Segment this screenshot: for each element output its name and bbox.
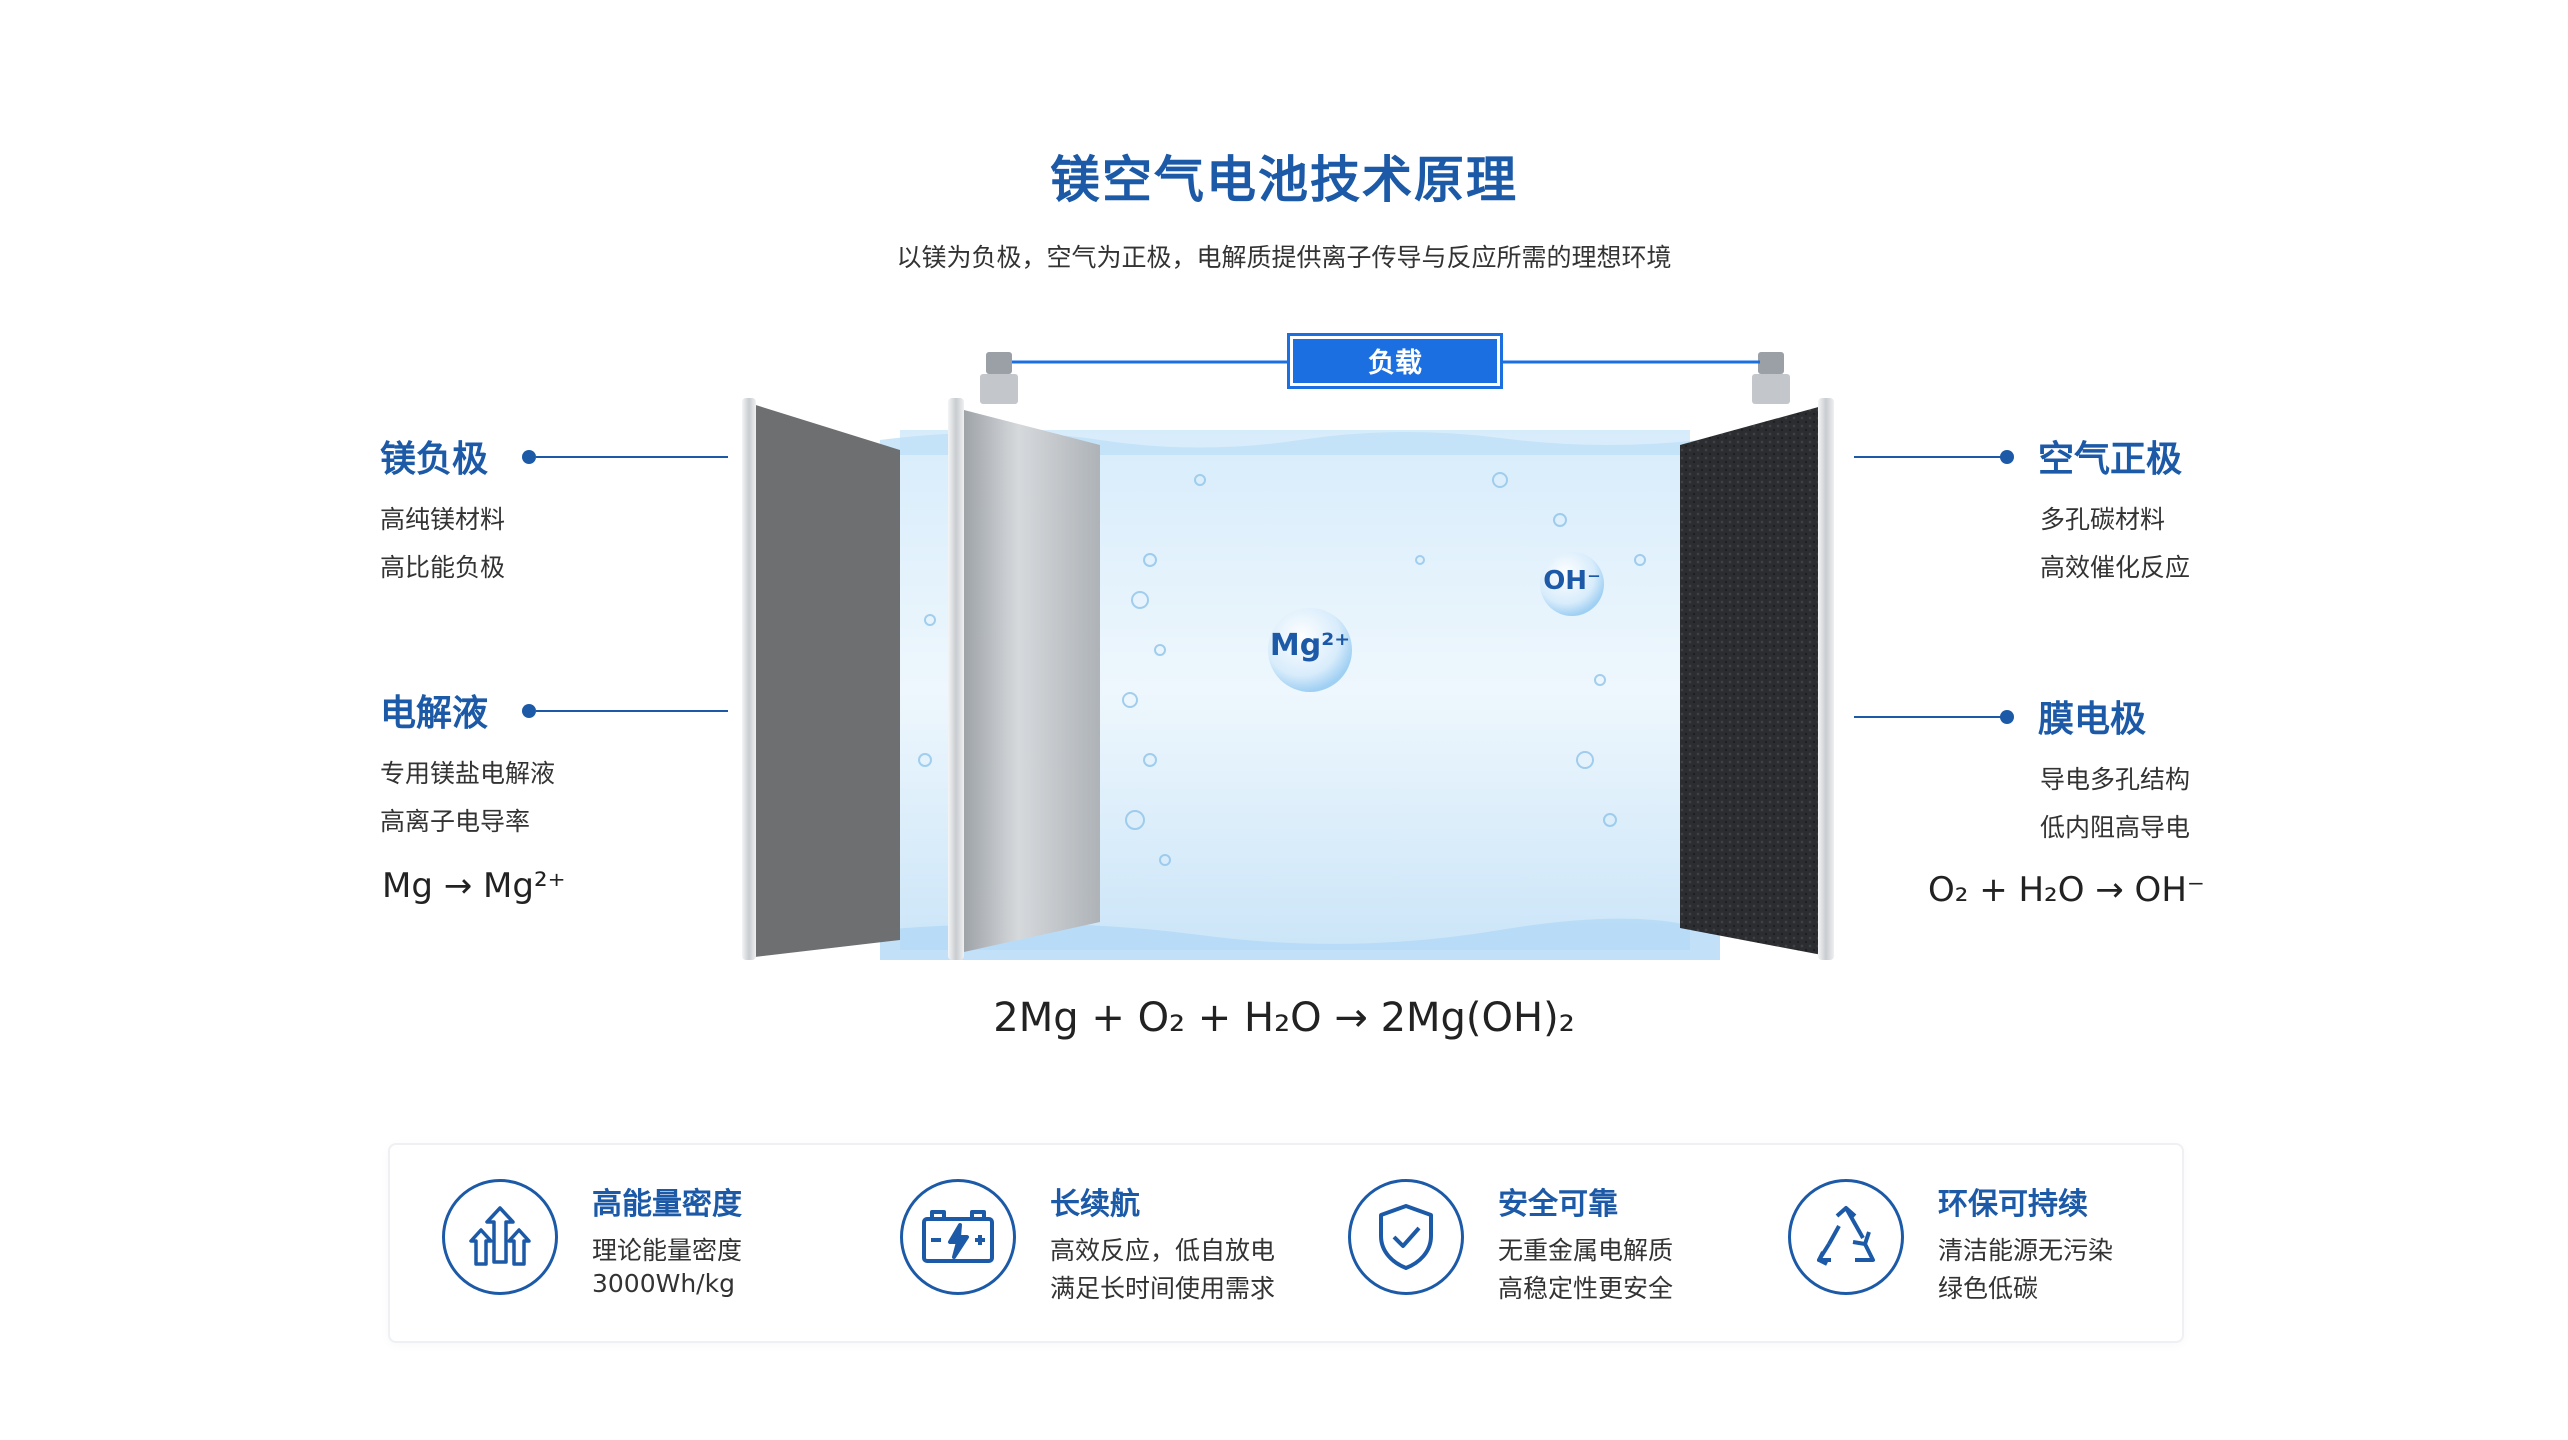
battery-diagram: Mg²⁺ OH⁻ 负载 镁负极 高纯镁材料 高比能负极 电解液 专用镁盐电解液 … [380, 333, 2205, 1041]
label-magnesium-anode: 镁负极 [380, 439, 489, 480]
cell-frame-left [948, 398, 964, 960]
leader-dot-anode [522, 450, 536, 464]
leader-line-anode [536, 456, 728, 458]
electrolyte-desc-line: 专用镁盐电解液 [380, 759, 556, 788]
cathode-desc: 多孔碳材料 高效催化反应 [2040, 496, 2190, 592]
anode-desc: 高纯镁材料 高比能负极 [380, 496, 505, 592]
cathode-desc-line: 多孔碳材料 [2040, 505, 2166, 534]
page-subtitle: 以镁为负极，空气为正极，电解质提供离子传导与反应所需的理想环境 [896, 243, 1672, 272]
feature-title: 环保可持续 [1938, 1187, 2088, 1222]
features-panel: 高能量密度 理论能量密度 3000Wh/kg 长续航 高效反应，低自放电 满足长… [388, 1143, 2184, 1343]
leader-dot-cathode [2000, 450, 2014, 464]
page-title: 镁空气电池技术原理 [1050, 151, 1518, 209]
magnesium-electrode [964, 410, 1100, 952]
battery-charge-icon [900, 1179, 1016, 1295]
leader-dot-electrolyte [522, 704, 536, 718]
label-air-cathode: 空气正极 [2038, 439, 2183, 480]
overall-reaction: 2Mg + O₂ + H₂O → 2Mg(OH)₂ [993, 995, 1575, 1041]
label-electrolyte: 电解液 [380, 693, 489, 734]
anode-reaction: Mg → Mg²⁺ [382, 866, 566, 906]
feature-line: 清洁能源无污染 [1938, 1236, 2114, 1265]
leader-dot-membrane [2000, 710, 2014, 724]
feature-title: 长续航 [1050, 1187, 1140, 1222]
anode-desc-line: 高纯镁材料 [380, 505, 506, 534]
leader-line-cathode [1854, 456, 2004, 458]
oh-ion-ball [1540, 552, 1604, 616]
membrane-desc-line: 导电多孔结构 [2040, 765, 2191, 794]
label-membrane-electrode: 膜电极 [2038, 699, 2147, 740]
anode-desc-line: 高比能负极 [380, 553, 506, 582]
feature-line: 3000Wh/kg [592, 1269, 735, 1298]
feature-safety: 安全可靠 无重金属电解质 高稳定性更安全 [1348, 1145, 1748, 1341]
feature-eco: 环保可持续 清洁能源无污染 绿色低碳 [1788, 1145, 2168, 1341]
cell-frame-right [1818, 398, 1834, 960]
mg-ion-ball [1268, 608, 1352, 692]
shield-check-icon [1348, 1179, 1464, 1295]
feature-line: 无重金属电解质 [1498, 1236, 1674, 1265]
water-bottom [880, 918, 1720, 960]
terminal-right-icon [1752, 352, 1790, 404]
battery-illustration [742, 352, 1834, 960]
electrolyte-desc-line: 高离子电导率 [380, 807, 531, 836]
feature-line: 满足长时间使用需求 [1050, 1274, 1276, 1303]
leader-line-electrolyte [536, 710, 728, 712]
magnesium-plate-edge [742, 398, 756, 960]
magnesium-plate-back [746, 402, 900, 958]
leader-line-membrane [1854, 716, 2004, 718]
feature-long-endurance: 长续航 高效反应，低自放电 满足长时间使用需求 [900, 1145, 1320, 1341]
feature-title: 安全可靠 [1498, 1187, 1618, 1222]
arrows-up-icon [442, 1179, 558, 1295]
feature-line: 高稳定性更安全 [1498, 1274, 1674, 1303]
recycle-icon [1788, 1179, 1904, 1295]
load-box: 负载 [1287, 333, 1503, 389]
electrolyte-desc: 专用镁盐电解液 高离子电导率 [380, 750, 555, 846]
feature-title: 高能量密度 [592, 1187, 742, 1222]
oh-ion-label: OH⁻ [1543, 566, 1601, 596]
air-electrode [1680, 406, 1822, 955]
feature-line: 高效反应，低自放电 [1050, 1236, 1276, 1265]
cathode-desc-line: 高效催化反应 [2040, 553, 2191, 582]
mg-ion-label: Mg²⁺ [1269, 628, 1351, 663]
feature-line: 绿色低碳 [1938, 1274, 2039, 1303]
feature-line: 理论能量密度 [592, 1236, 743, 1265]
terminal-left-icon [980, 352, 1018, 404]
cathode-reaction: O₂ + H₂O → OH⁻ [1928, 870, 2205, 910]
membrane-desc-line: 低内阻高导电 [2040, 813, 2191, 842]
membrane-desc: 导电多孔结构 低内阻高导电 [2040, 756, 2190, 852]
feature-energy-density: 高能量密度 理论能量密度 3000Wh/kg [442, 1145, 842, 1341]
